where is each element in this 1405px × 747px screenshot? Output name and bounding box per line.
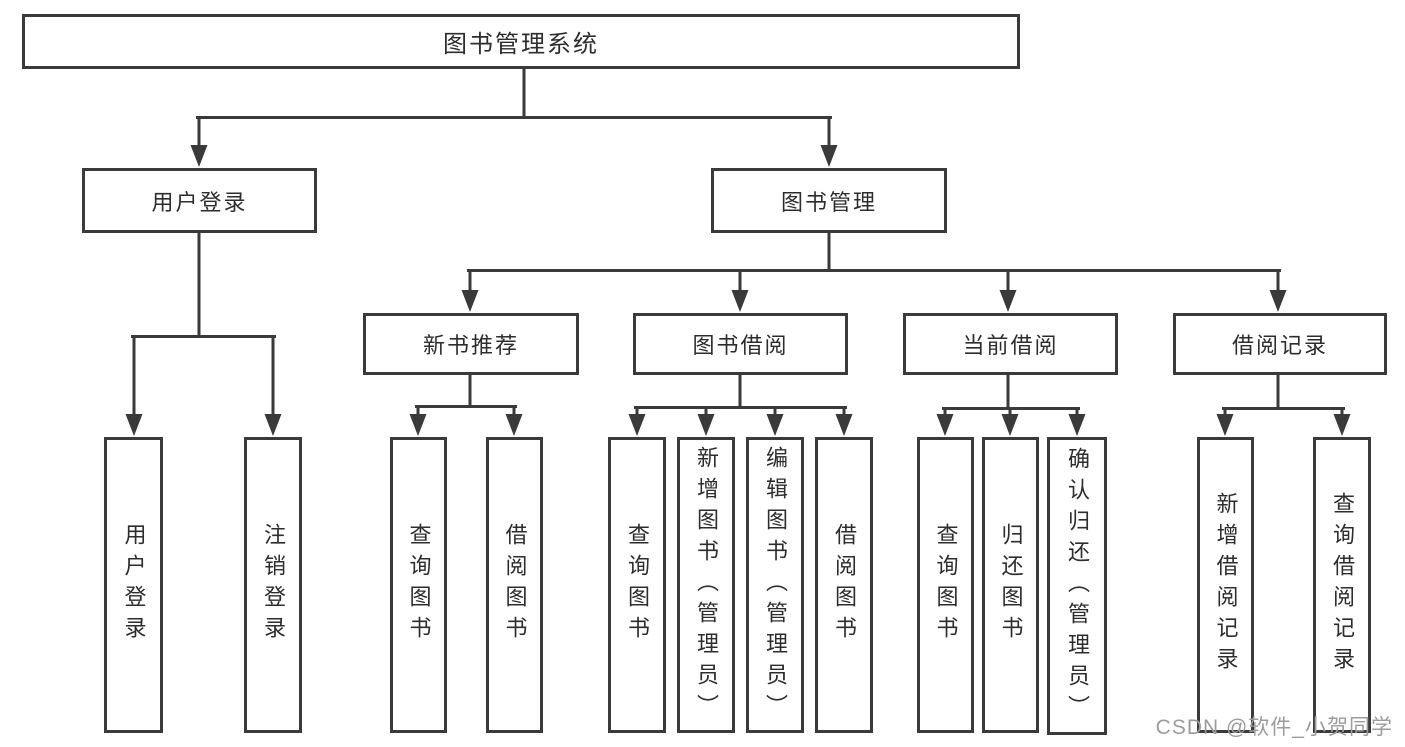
node-user-login: 用户登录: [82, 168, 317, 233]
leaf-add-borrow-record: 新增借阅记录: [1197, 437, 1254, 733]
leaf-return-books-label: 归还图书: [998, 523, 1024, 647]
leaf-query-books-borrow-label: 查询图书: [625, 523, 650, 647]
leaf-add-borrow-record-label: 新增借阅记录: [1213, 492, 1239, 678]
leaf-query-books-recommend-label: 查询图书: [406, 523, 432, 647]
leaf-borrow-books-recommend-label: 借阅图书: [502, 523, 528, 647]
leaf-user-login-label: 用户登录: [121, 523, 147, 647]
leaf-query-books-current-label: 查询图书: [933, 523, 959, 647]
leaf-logout-label: 注销登录: [261, 523, 286, 647]
leaf-return-books: 归还图书: [982, 437, 1039, 733]
leaf-user-login: 用户登录: [104, 437, 163, 733]
node-book-borrow: 图书借阅: [633, 313, 848, 375]
leaf-logout: 注销登录: [244, 437, 302, 733]
leaf-query-books-current: 查询图书: [917, 437, 974, 733]
leaf-borrow-books-recommend: 借阅图书: [486, 437, 543, 733]
node-borrow-records: 借阅记录: [1173, 313, 1387, 375]
leaf-edit-books-admin: 编辑图书（管理员）: [746, 437, 804, 733]
leaf-query-books-borrow: 查询图书: [608, 437, 666, 733]
leaf-add-books-admin: 新增图书（管理员）: [677, 437, 735, 733]
node-book-management: 图书管理: [711, 168, 947, 233]
leaf-borrow-books: 借阅图书: [815, 437, 873, 733]
leaf-query-borrow-record-label: 查询借阅记录: [1330, 492, 1355, 678]
leaf-borrow-books-label: 借阅图书: [832, 523, 857, 647]
leaf-confirm-return-admin-label: 确认归还（管理员）: [1065, 446, 1090, 726]
connector-arrowheads: [125, 145, 1351, 436]
node-new-book-recommend: 新书推荐: [363, 313, 579, 375]
connector-edges: [131, 67, 1345, 418]
node-current-borrow: 当前借阅: [903, 313, 1118, 375]
csdn-watermark: CSDN @软件_小贺同学: [1155, 716, 1393, 739]
node-library-management-system: 图书管理系统: [22, 14, 1020, 69]
leaf-query-borrow-record: 查询借阅记录: [1313, 437, 1371, 733]
leaf-edit-books-admin-label: 编辑图书（管理员）: [763, 445, 788, 725]
leaf-confirm-return-admin: 确认归还（管理员）: [1047, 437, 1107, 735]
leaf-add-books-admin-label: 新增图书（管理员）: [694, 445, 719, 725]
leaf-query-books-recommend: 查询图书: [390, 437, 447, 733]
